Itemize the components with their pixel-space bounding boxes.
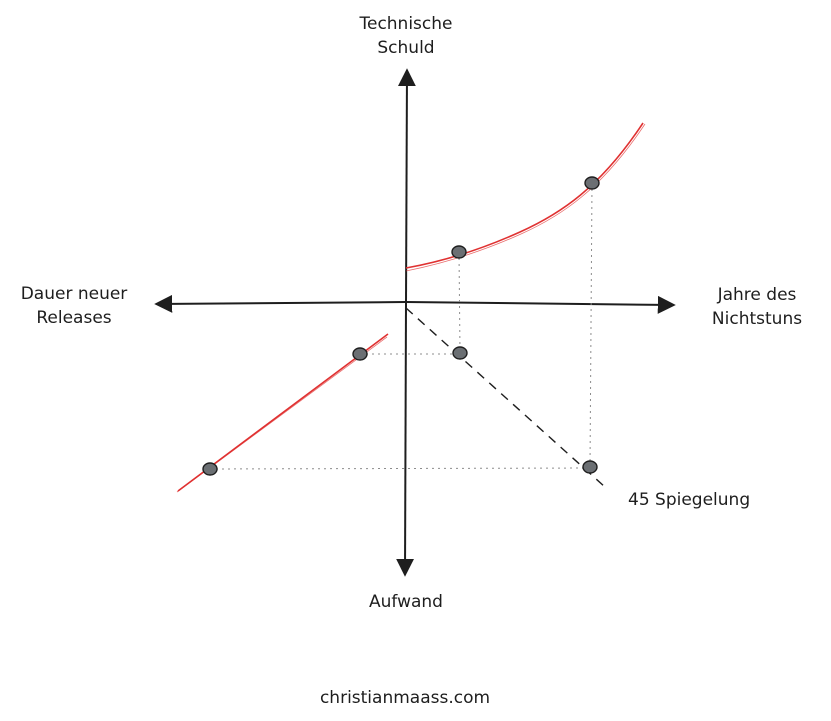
point-effort-1	[452, 346, 468, 360]
label-x-left: Dauer neuer Releases	[4, 282, 144, 330]
x-axis-right	[405, 295, 676, 314]
label-x-right-line2: Nichtstuns	[711, 309, 803, 329]
label-y-up-line1: Technische	[359, 14, 453, 34]
guide-h2	[209, 467, 591, 470]
mirror-line-45	[405, 307, 606, 488]
label-x-right: Jahre des Nichtstuns	[692, 283, 822, 331]
label-y-down: Aufwand	[369, 592, 443, 612]
point-debt-2	[584, 176, 600, 190]
footer-url[interactable]: christianmaass.com	[319, 688, 491, 708]
point-effort-2	[582, 460, 598, 474]
points	[202, 176, 600, 476]
label-mirror-line: 45 Spiegelung	[628, 490, 751, 510]
debt-curve-sketch	[405, 123, 646, 272]
label-x-left-line1: Dauer neuer	[20, 284, 128, 304]
guide-v2	[589, 182, 593, 468]
x-axis-left	[154, 294, 407, 313]
point-release-1	[352, 347, 368, 361]
point-release-2	[202, 462, 218, 476]
debt-curve	[405, 122, 644, 269]
guide-v1	[458, 251, 461, 354]
guide-lines	[209, 182, 593, 470]
label-y-up: Technische Schuld	[336, 12, 476, 60]
y-axis-up	[397, 68, 416, 304]
point-debt-1	[451, 245, 467, 259]
label-x-left-line2: Releases	[36, 308, 112, 328]
label-y-up-line2: Schuld	[377, 38, 435, 58]
label-x-right-line1: Jahre des	[717, 285, 797, 305]
y-axis-down	[396, 302, 415, 577]
